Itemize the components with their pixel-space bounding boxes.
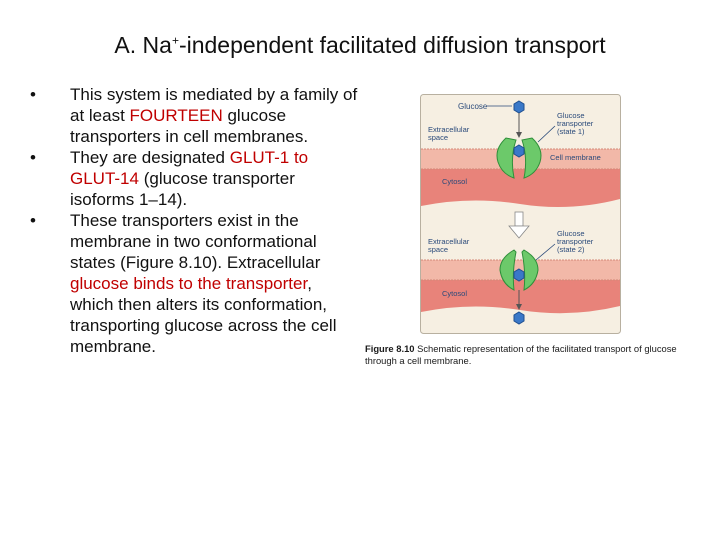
bullet-text: This system is mediated by a family of a… [70, 85, 358, 125]
figure-caption: Figure 8.10 Schematic representation of … [365, 343, 705, 367]
label-cytosol-2: Cytosol [442, 289, 467, 298]
label-cytosol-1: Cytosol [442, 177, 467, 186]
highlight-text: FOURTEEN [129, 106, 223, 125]
cytosol-band-2 [421, 280, 620, 314]
title-suffix: -independent facilitated diffusion trans… [178, 32, 606, 58]
state-arrow-shaft [514, 211, 524, 227]
arrow-head-icon [516, 304, 522, 310]
bullet-dot-icon: • [30, 148, 36, 167]
title-superscript: + [171, 33, 179, 48]
label-cell-membrane: Cell membrane [550, 153, 601, 162]
highlight-text: glucose binds to the transporter [70, 274, 308, 293]
glucose-transporter-state2 [499, 249, 539, 291]
state-arrow-icon [508, 225, 530, 239]
bullet-item: • These transporters exist in the membran… [30, 210, 360, 357]
bullet-item: • This system is mediated by a family of … [30, 84, 360, 147]
bullet-text: These transporters exist in the membrane… [70, 211, 321, 272]
bullet-text: They are designated [70, 148, 230, 167]
glucose-icon [513, 311, 525, 325]
bullet-dot-icon: • [30, 211, 36, 230]
bullet-text: glucose transporters in cell membranes. [70, 106, 309, 146]
glucose-icon [513, 144, 525, 158]
bullet-text: , which then alters its conformation, tr… [70, 274, 337, 356]
membrane-band-1 [421, 149, 620, 169]
slide-title: A. Na+-independent facilitated diffusion… [0, 32, 720, 59]
highlight-text: GLUT-1 to GLUT-14 [70, 148, 309, 188]
bullet-item: • They are designated GLUT-1 to GLUT-14 (… [30, 147, 360, 210]
bullet-list: • This system is mediated by a family of … [30, 84, 360, 357]
caption-label: Figure 8.10 [365, 343, 415, 354]
bullet-text: (glucose transporter isoforms 1–14). [70, 169, 295, 209]
cytosol-band-1 [421, 169, 620, 208]
glucose-icon [513, 268, 525, 282]
bullet-dot-icon: • [30, 85, 36, 104]
glucose-transporter-state1 [496, 137, 542, 179]
label-glucose: Glucose [458, 102, 488, 111]
arrow-head-icon [516, 132, 522, 138]
title-prefix: A. Na [114, 32, 172, 58]
caption-text: Schematic representation of the facilita… [365, 343, 677, 366]
glucose-icon [513, 100, 525, 114]
